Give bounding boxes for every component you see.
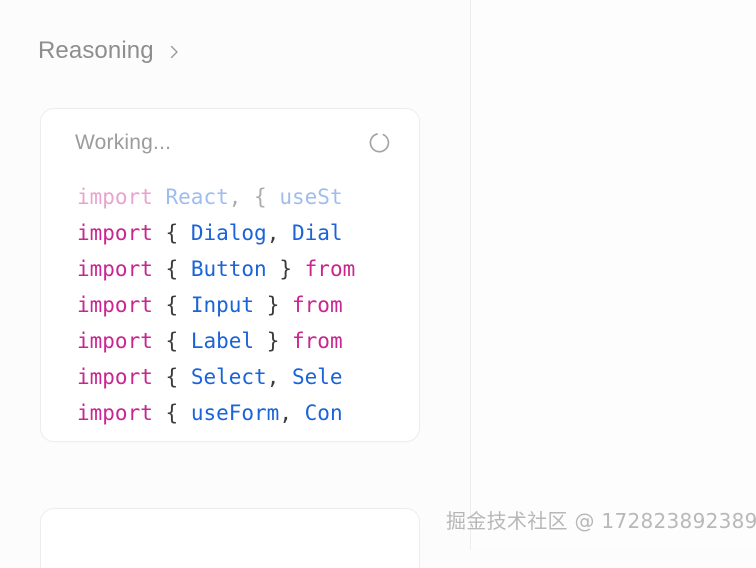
code-token: [178, 293, 191, 317]
code-token: [292, 401, 305, 425]
code-token: from: [292, 329, 343, 353]
reasoning-label: Reasoning: [38, 37, 154, 64]
reasoning-pane: Reasoning Working... import React, { use…: [38, 34, 420, 568]
code-token: }: [266, 329, 280, 353]
working-card-header: Working...: [41, 109, 419, 177]
reasoning-toggle[interactable]: Reasoning: [38, 34, 182, 68]
code-token: ,: [266, 365, 280, 389]
code-token: [267, 185, 280, 209]
code-token: Label: [190, 329, 255, 353]
code-token: Input: [190, 293, 255, 317]
code-token: [279, 293, 292, 317]
code-token: {: [254, 185, 267, 209]
code-token: Select: [190, 365, 267, 389]
next-message-card[interactable]: [40, 508, 420, 568]
code-token: useForm: [190, 401, 280, 425]
code-line: import { useForm, Con: [77, 395, 419, 431]
code-token: Sele: [292, 365, 343, 389]
code-token: import: [77, 329, 153, 353]
code-token: ,: [266, 221, 280, 245]
code-token: import: [77, 185, 153, 209]
code-token: [267, 257, 280, 281]
code-token: m: [342, 257, 356, 281]
code-line: import { Button } from: [77, 251, 419, 287]
code-token: [153, 221, 166, 245]
code-line: import React, { useSt: [77, 179, 419, 215]
code-token: import: [77, 293, 153, 317]
code-token: [241, 185, 254, 209]
code-token: {: [165, 329, 179, 353]
code-token: [292, 257, 305, 281]
code-token: {: [165, 257, 179, 281]
loading-spinner-icon: [363, 129, 391, 157]
code-token: [153, 365, 166, 389]
code-line: import { Input } from: [77, 287, 419, 323]
code-line: import { Select, Sele: [77, 359, 419, 395]
code-token: {: [165, 401, 179, 425]
code-token: React: [165, 185, 229, 209]
code-token: [178, 257, 191, 281]
code-line: import { Label } from: [77, 323, 419, 359]
code-token: [254, 329, 267, 353]
code-token: {: [165, 365, 179, 389]
code-token: ,: [228, 185, 242, 209]
code-token: [279, 221, 292, 245]
code-token: import: [77, 365, 153, 389]
code-token: Dial: [292, 221, 343, 245]
code-token: [279, 329, 292, 353]
code-token: [279, 365, 292, 389]
code-token: t: [329, 185, 343, 209]
code-token: [153, 401, 166, 425]
code-token: import: [77, 257, 153, 281]
code-token: [178, 401, 191, 425]
code-token: {: [165, 293, 179, 317]
code-token: [178, 365, 191, 389]
code-token: import: [77, 221, 153, 245]
code-token: [178, 221, 191, 245]
code-token: [153, 329, 166, 353]
code-line: import { Dialog, Dial: [77, 215, 419, 251]
code-token: fro: [304, 257, 343, 281]
code-token: {: [165, 221, 179, 245]
chevron-right-icon[interactable]: [166, 44, 182, 60]
code-token: Con: [304, 401, 343, 425]
pane-divider: [470, 0, 471, 550]
code-token: ,: [279, 401, 292, 425]
watermark: 掘金技术社区 @ 1728238923892: [446, 509, 756, 533]
code-token: [254, 293, 267, 317]
code-token: useS: [279, 185, 330, 209]
code-token: [153, 185, 166, 209]
working-status-label: Working...: [75, 131, 172, 154]
code-token: Button: [190, 257, 267, 281]
preview-pane: [471, 0, 756, 550]
code-token: [153, 257, 166, 281]
code-token: [178, 329, 191, 353]
code-token: }: [266, 293, 280, 317]
code-token: Dialog: [190, 221, 267, 245]
code-token: }: [279, 257, 292, 281]
app-stage: Reasoning Working... import React, { use…: [38, 0, 756, 568]
code-token: [153, 293, 166, 317]
code-token: from: [292, 293, 343, 317]
code-token: import: [77, 401, 153, 425]
